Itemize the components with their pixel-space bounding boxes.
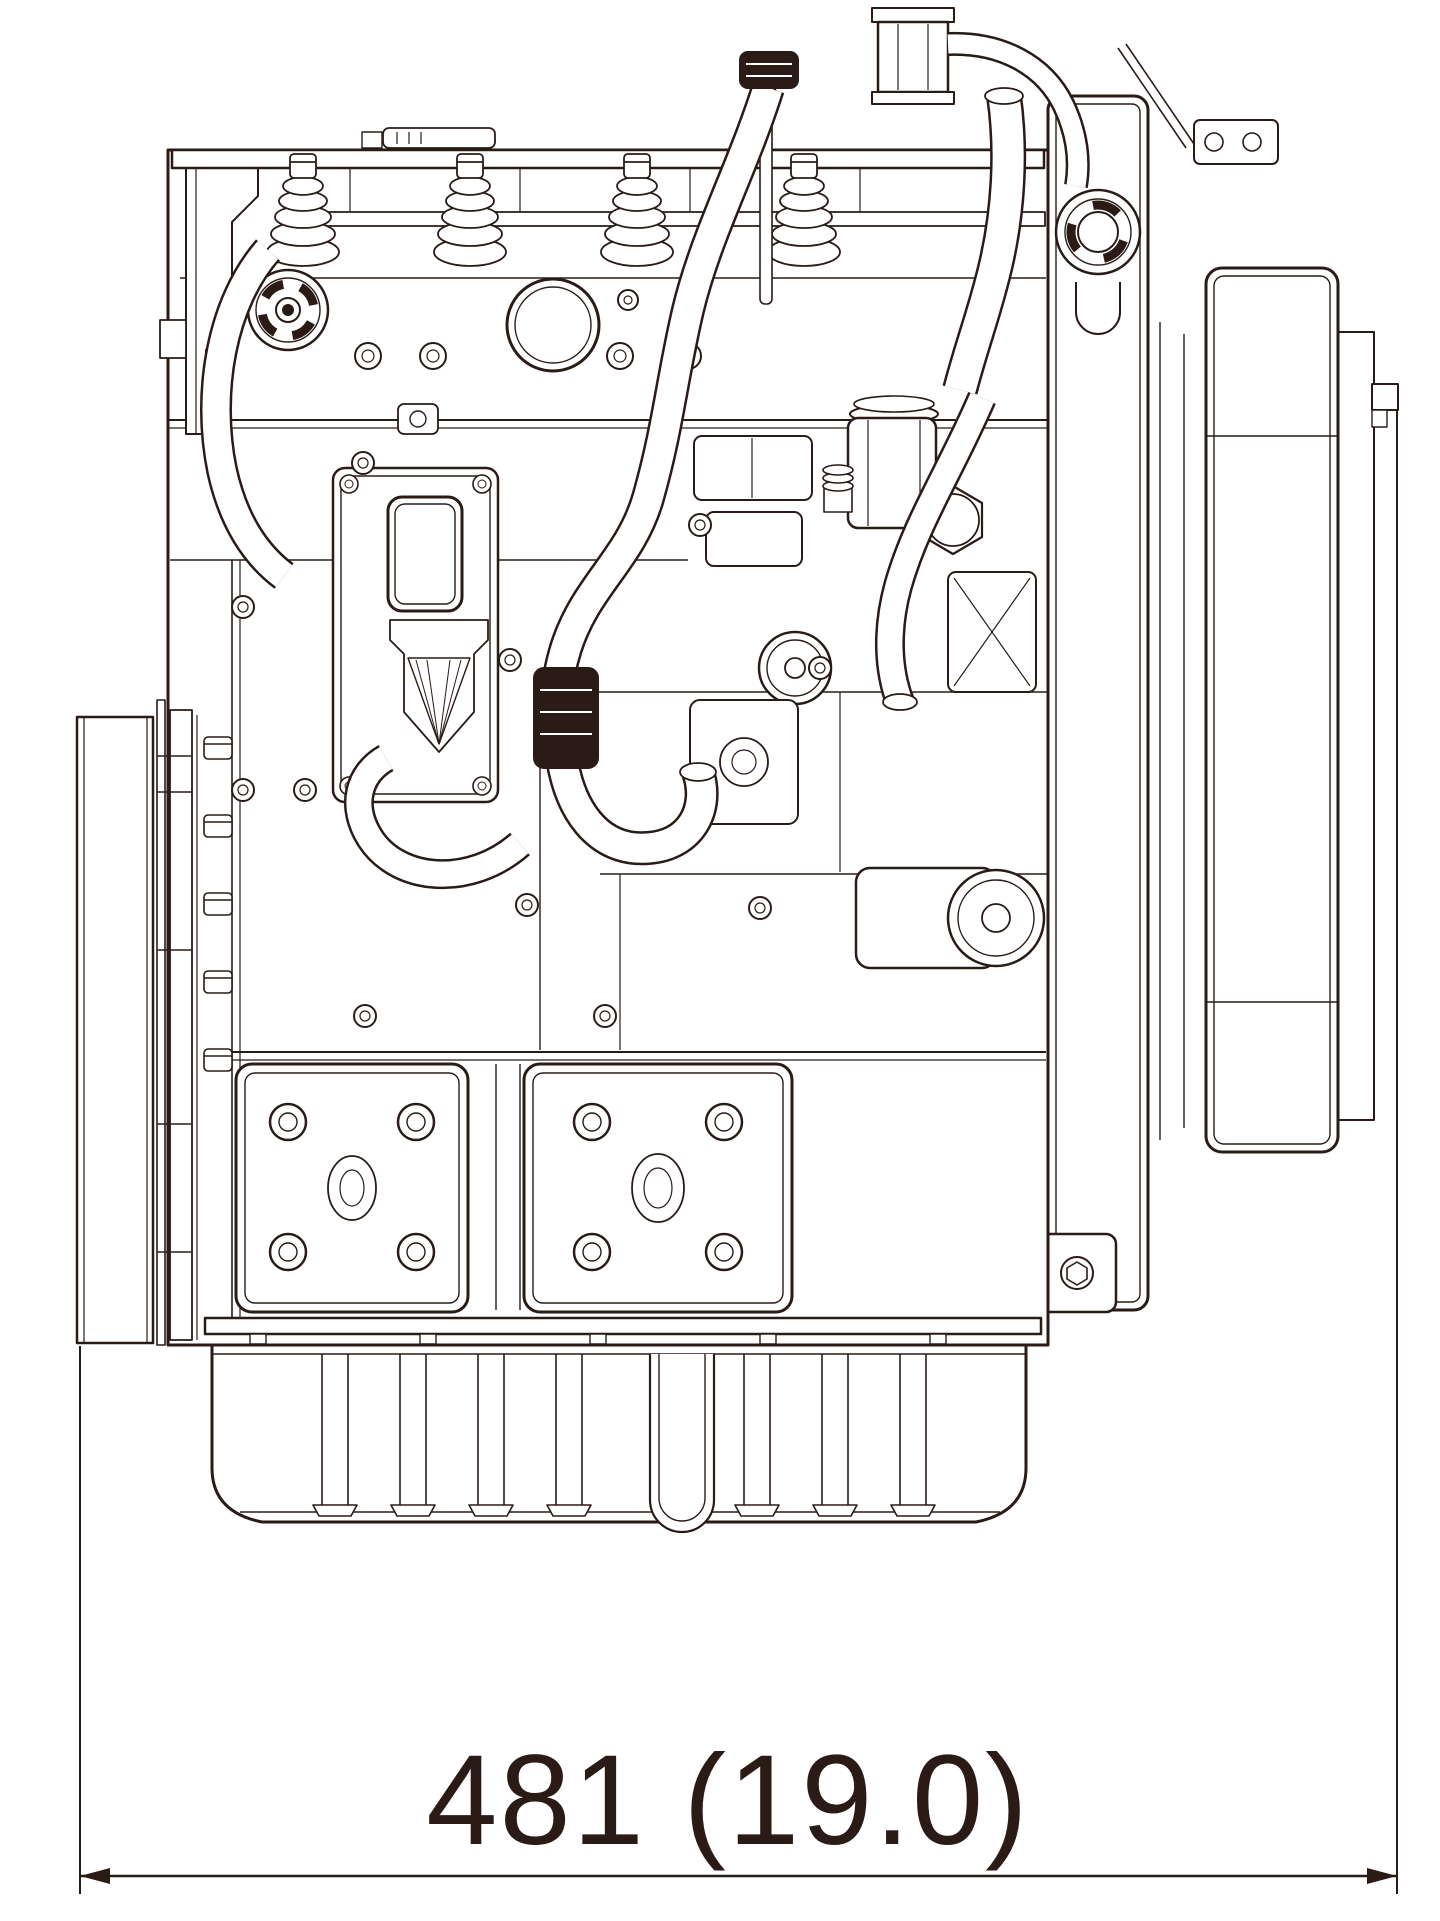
bracket-x <box>947 571 1037 693</box>
crankshaft-pulley <box>75 715 155 1345</box>
injector-tower <box>433 153 507 267</box>
starter-motor <box>854 866 1046 970</box>
exhaust-manifold <box>693 435 813 567</box>
hose-connector-mid <box>533 667 599 769</box>
backplate <box>1036 94 1150 1314</box>
air-duct <box>871 7 955 105</box>
oil-filter-cylinder <box>846 395 939 530</box>
egr-venturi <box>389 619 489 753</box>
flywheel-housing <box>1117 43 1399 1154</box>
dimension-arrow-right-icon <box>1367 1868 1397 1884</box>
ribbed-plug <box>822 464 854 513</box>
hoses <box>216 44 1078 874</box>
pan-ribs <box>312 1354 936 1517</box>
side-bolt-column <box>203 736 233 1072</box>
mount-foot-right <box>495 1062 794 1314</box>
hose-connector-top <box>739 51 799 89</box>
dimension-label: 481 (19.0) <box>426 1729 1030 1872</box>
oil-filler-cap <box>246 268 330 352</box>
injector-tower <box>266 153 340 267</box>
block-bolts <box>231 451 832 1028</box>
oil-pan <box>203 1316 1043 1534</box>
crank-seal-ring <box>1054 188 1142 276</box>
pan-hanger <box>648 1354 716 1534</box>
dimension-arrow-left-icon <box>80 1868 110 1884</box>
left-side-plates <box>156 560 241 1346</box>
mount-foot-left <box>234 1062 470 1314</box>
head-port-circle <box>505 277 601 373</box>
injector-tower <box>767 153 841 267</box>
intake-plate <box>331 403 500 804</box>
mount-lug <box>1036 1232 1118 1314</box>
injector-towers <box>266 153 841 267</box>
intake-window <box>386 495 464 613</box>
dimension-annotation <box>79 410 1398 1894</box>
injector-tower <box>600 153 674 267</box>
